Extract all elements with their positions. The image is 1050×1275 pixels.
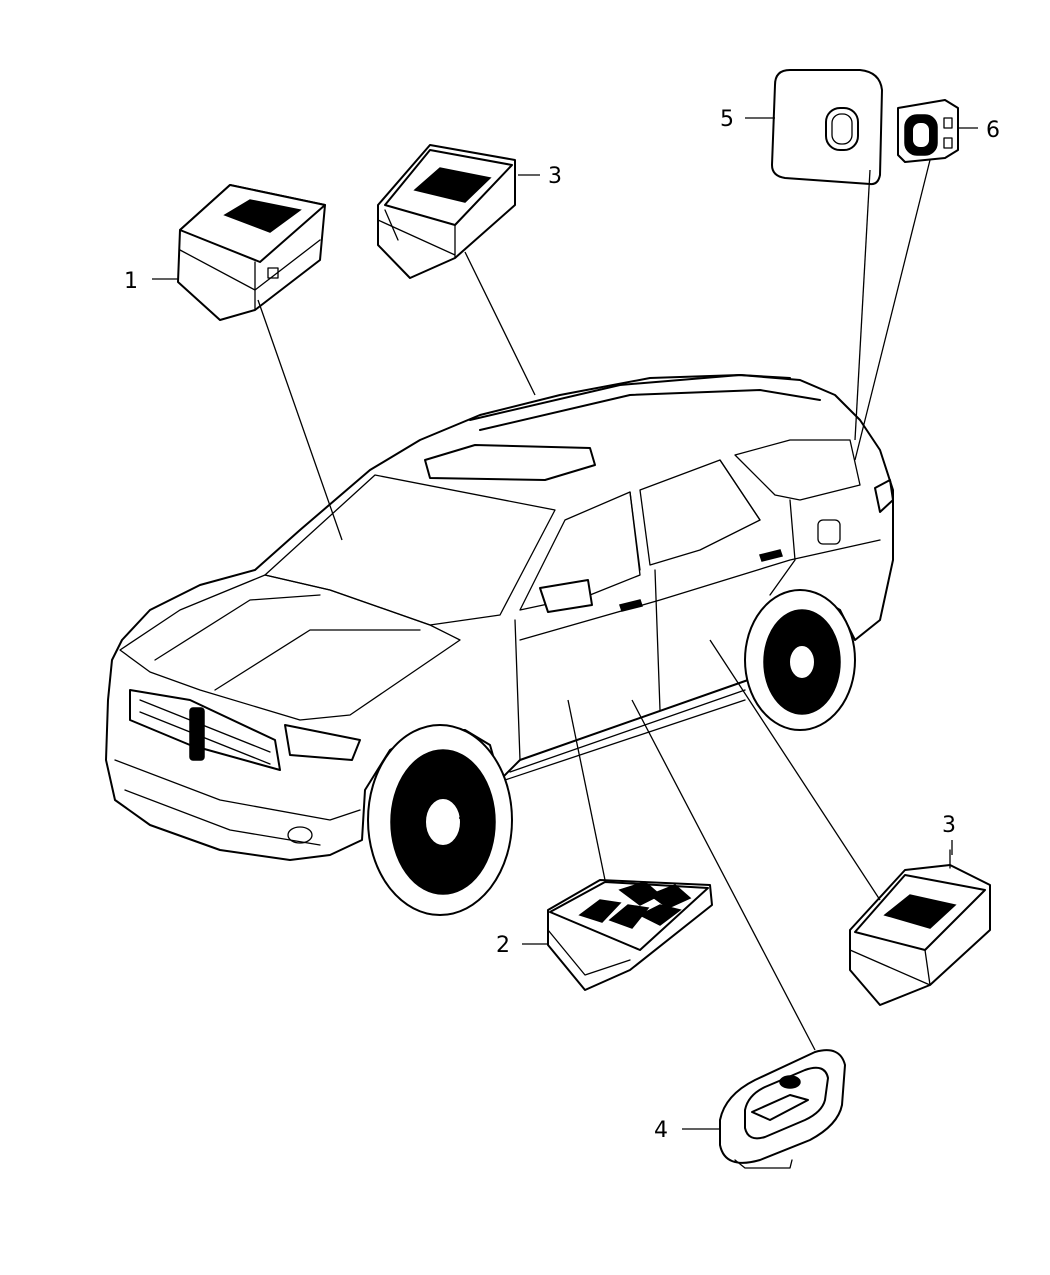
callout-1: 1: [124, 269, 138, 294]
part-3-switch-top: [377, 144, 516, 279]
part-1-switch: [177, 184, 326, 321]
part-2-master-switch: [547, 879, 713, 991]
callout-2: 2: [496, 933, 510, 958]
part-5-cover: [771, 69, 883, 186]
callout-4: 4: [654, 1118, 668, 1143]
front-wheel: [367, 724, 513, 916]
part-4-switch: [719, 1049, 846, 1169]
vehicle-suv: [105, 374, 894, 916]
leader-lines: [152, 117, 978, 1130]
callout-6: 6: [986, 118, 1000, 143]
callout-5: 5: [720, 107, 734, 132]
callout-3-top: 3: [548, 164, 562, 189]
part-6-switch: [897, 99, 959, 163]
callout-3-right: 3: [942, 813, 956, 838]
rear-wheel: [744, 589, 856, 731]
part-3-switch-right: [849, 849, 991, 1006]
